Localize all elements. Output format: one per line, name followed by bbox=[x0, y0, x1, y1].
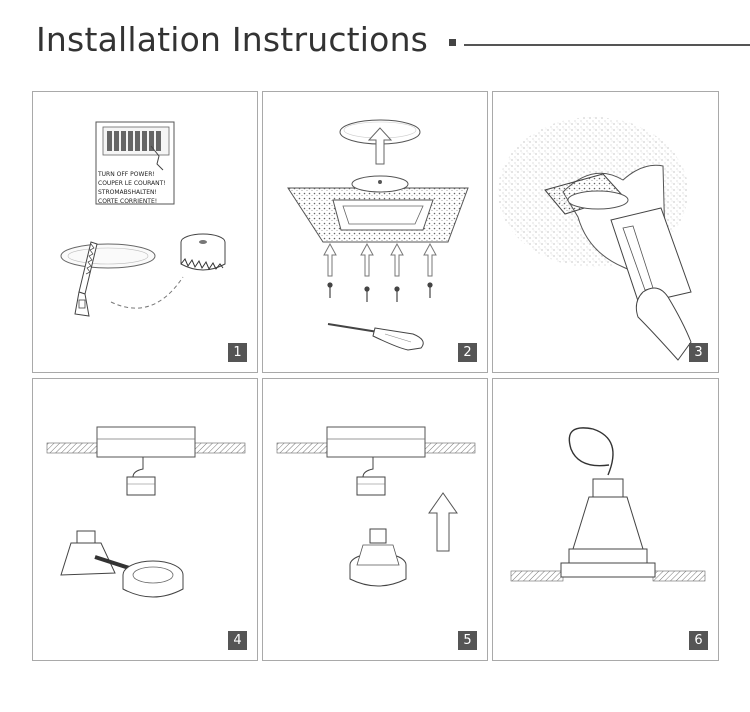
step-6-illustration bbox=[510, 427, 706, 582]
saw-icon bbox=[74, 241, 98, 317]
step-3-panel: 3 bbox=[492, 91, 719, 373]
step-2-illustration bbox=[287, 119, 469, 351]
step-number-badge: 6 bbox=[689, 631, 708, 650]
step-number-badge: 4 bbox=[228, 631, 247, 650]
step-1-panel: TURN OFF POWER! COUPER LE COURANT! STROM… bbox=[32, 91, 258, 373]
step-2-panel: 2 bbox=[262, 91, 488, 373]
breaker-panel-icon: TURN OFF POWER! COUPER LE COURANT! STROM… bbox=[95, 121, 175, 205]
step-number-badge: 3 bbox=[689, 343, 708, 362]
gu10-bulb-icon bbox=[60, 530, 116, 576]
step-6-panel: 6 bbox=[492, 378, 719, 661]
warning-line-1: TURN OFF POWER! bbox=[97, 171, 155, 178]
hole-saw-icon bbox=[180, 233, 226, 271]
step-number-badge: 1 bbox=[228, 343, 247, 362]
step-3-illustration bbox=[498, 117, 692, 361]
step-5-illustration bbox=[276, 426, 476, 587]
arrow-up-icon bbox=[428, 492, 458, 552]
step-1-illustration: TURN OFF POWER! COUPER LE COURANT! STROM… bbox=[60, 121, 226, 317]
step-4-panel: 4 bbox=[32, 378, 258, 661]
title-marker bbox=[449, 39, 456, 46]
arrow-up-icon bbox=[367, 127, 393, 165]
warning-line-4: CORTE CORRIENTE! bbox=[98, 198, 157, 205]
warning-line-3: STROMABSHALTEN! bbox=[98, 189, 157, 196]
step-5-panel: 5 bbox=[262, 378, 488, 661]
step-number-badge: 2 bbox=[458, 343, 477, 362]
page-title: Installation Instructions bbox=[36, 20, 429, 59]
screwdriver-icon bbox=[327, 323, 424, 351]
title-rule bbox=[464, 44, 750, 46]
step-4-illustration bbox=[46, 426, 246, 598]
warning-line-2: COUPER LE COURANT! bbox=[98, 180, 166, 187]
step-number-badge: 5 bbox=[458, 631, 477, 650]
